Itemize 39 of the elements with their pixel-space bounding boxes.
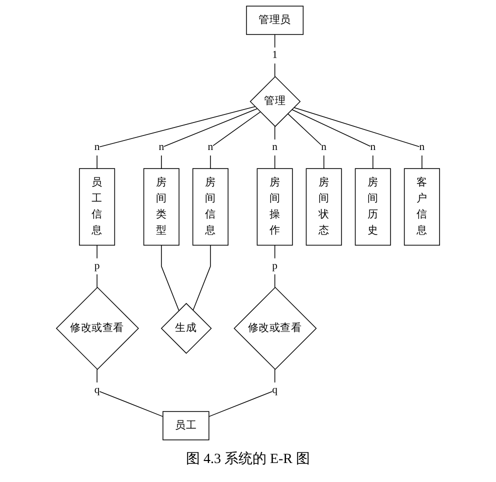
edge-label: n xyxy=(272,142,278,154)
node-diamond: 修改或查看 xyxy=(56,286,139,370)
node-box: 房间历史 xyxy=(354,168,391,246)
node-box: 房间操作 xyxy=(256,168,293,246)
connector xyxy=(96,368,164,417)
connector xyxy=(291,109,374,169)
connector xyxy=(192,244,211,311)
connector xyxy=(210,112,261,169)
node-box: 员工信息 xyxy=(79,168,116,246)
connector xyxy=(208,368,276,417)
figure-caption: 图 4.3 系统的 E-R 图 xyxy=(186,450,310,468)
edge-label: n xyxy=(208,142,214,154)
connector xyxy=(274,126,276,169)
edge-label: n xyxy=(419,142,425,154)
connector xyxy=(293,107,422,169)
node-box: 房间类型 xyxy=(143,168,180,246)
edge-label: 1 xyxy=(272,50,278,62)
edge-label: p xyxy=(94,260,100,272)
node-box: 房间状态 xyxy=(306,168,342,246)
edge-label: q xyxy=(272,384,278,396)
edge-label: n xyxy=(158,142,164,154)
edge-label: p xyxy=(272,260,278,272)
connector xyxy=(96,244,98,288)
connector xyxy=(287,113,324,169)
node-box: 管理员 xyxy=(246,6,304,35)
node-diamond: 管理 xyxy=(250,76,301,127)
connector xyxy=(274,244,276,288)
edge-label: n xyxy=(321,142,327,154)
connector xyxy=(96,106,256,169)
edge-label: n xyxy=(370,142,376,154)
node-box: 房间信息 xyxy=(192,168,228,246)
connector xyxy=(161,244,180,311)
node-box: 客户信息 xyxy=(404,168,440,246)
edge-label: q xyxy=(94,384,100,396)
node-diamond: 生成 xyxy=(160,302,212,354)
connector xyxy=(161,108,258,169)
node-diamond: 修改或查看 xyxy=(234,286,317,370)
edge-label: n xyxy=(94,142,100,154)
node-box: 员工 xyxy=(162,411,210,440)
